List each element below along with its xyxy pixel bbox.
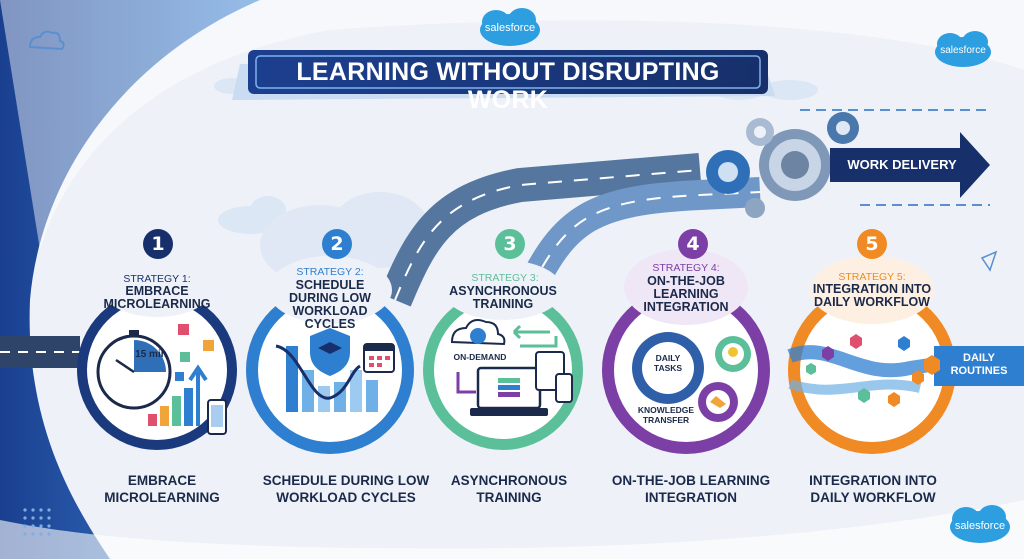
daily-routines-arrow: [934, 346, 1024, 386]
on-demand-label: ON-DEMAND: [453, 352, 507, 362]
strategy-2-caption: SCHEDULE DURING LOW WORKLOAD CYCLES: [262, 473, 430, 505]
hexagon-icon: [806, 334, 924, 407]
strategy-1-number: 1: [143, 229, 173, 259]
strategy-3-caption: ASYNCHRONOUS TRAINING: [450, 473, 568, 505]
strategy-5-title: INTEGRATION INTO DAILY WORKFLOW: [812, 282, 932, 309]
lightbulb-icon: [715, 336, 751, 372]
curved-roads: [379, 153, 761, 307]
sync-arrows-icon: [456, 324, 558, 394]
cube-icon: [175, 324, 214, 381]
strategy-4-label: STRATEGY 4:: [652, 262, 720, 274]
gear-icon: [632, 332, 704, 404]
left-blue-swoosh: [0, 0, 260, 559]
laptop-icon: [470, 366, 548, 416]
gears-cluster-icon: [706, 112, 859, 218]
handshake-icon: [698, 382, 738, 422]
page-title: LEARNING WITHOUT DISRUPTING WORK: [296, 58, 720, 114]
daily-tasks-label: DAILY TASKS: [653, 353, 683, 373]
cloud-clock-icon: [450, 319, 506, 346]
salesforce-logo-bottom: [950, 505, 1010, 543]
strategy-5-label: STRATEGY 5:: [838, 271, 906, 283]
dot-grid: [23, 508, 51, 536]
road-left: [0, 336, 80, 368]
strategy-5-caption: INTEGRATION INTO DAILY WORKFLOW: [809, 473, 937, 505]
salesforce-logo-text: salesforce: [954, 520, 1006, 532]
workload-bar-chart-icon: [275, 344, 378, 412]
phone-icon: [207, 399, 227, 435]
strategy-4-number: 4: [678, 229, 708, 259]
timer-label: 15 min: [135, 349, 167, 360]
strategy-1-caption: EMBRACE MICROLEARNING: [104, 473, 220, 505]
bar-chart-icon: [148, 364, 208, 426]
strategy-2-label: STRATEGY 2:: [296, 266, 364, 278]
salesforce-logo-text: salesforce: [940, 45, 986, 56]
salesforce-logo-top: [480, 8, 540, 46]
cloud-icon: [28, 30, 65, 51]
flow-arrow-icon: [787, 345, 952, 395]
phone-icon: [555, 373, 573, 403]
triangle-icon: [980, 250, 998, 272]
strategy-2-title: SCHEDULE DURING LOW WORKLOAD CYCLES: [289, 278, 371, 331]
strategy-3-number: 3: [495, 229, 525, 259]
work-delivery-arrow: [800, 109, 990, 206]
daily-routines-label: DAILY ROUTINES: [950, 352, 1008, 377]
work-delivery-label: WORK DELIVERY: [847, 157, 957, 172]
strategy-4-title: ON-THE-JOB LEARNING INTEGRATION: [643, 274, 729, 314]
strategy-4-caption: ON-THE-JOB LEARNING INTEGRATION: [611, 473, 771, 505]
strategy-1-title: EMBRACE MICROLEARNING: [103, 284, 211, 311]
stopwatch-icon: [96, 330, 172, 410]
orange-hexagon-icon: [924, 355, 940, 375]
strategy-5-number: 5: [857, 229, 887, 259]
salesforce-logo-text: salesforce: [484, 22, 536, 34]
salesforce-logo-right: [935, 31, 991, 67]
strategy-3-label: STRATEGY 3:: [471, 272, 539, 284]
strategy-2-number: 2: [322, 229, 352, 259]
strategy-3-title: ASYNCHRONOUS TRAINING: [449, 284, 557, 311]
title-banner: [232, 50, 775, 100]
knowledge-transfer-label: KNOWLEDGE TRANSFER: [637, 405, 695, 425]
strategy-1-label: STRATEGY 1:: [123, 273, 191, 285]
shield-graduation-icon: [310, 328, 350, 376]
calendar-icon: [363, 343, 395, 373]
